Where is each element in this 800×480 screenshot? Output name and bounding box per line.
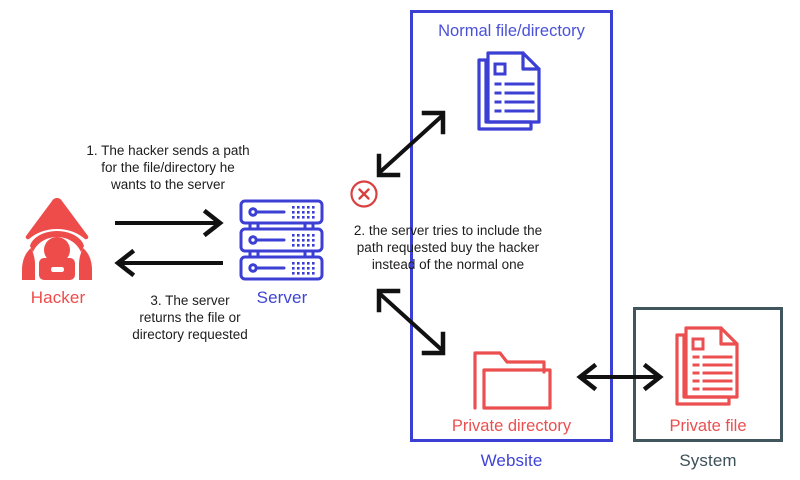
step-2-caption: 2. the server tries to include the path … [353, 223, 543, 272]
server-rack-icon [239, 199, 324, 281]
step-1-caption: 1. The hacker sends a path for the file/… [86, 143, 250, 192]
website-label: Website [480, 451, 543, 470]
website-boundary-box [410, 10, 613, 442]
private-directory-label: Private directory [451, 417, 572, 435]
arrow-directory-to-file [576, 362, 664, 392]
system-label: System [679, 451, 737, 470]
step-3-caption: 3. The server returns the file or direct… [132, 293, 248, 342]
system-boundary-box [633, 307, 783, 442]
document-stack-icon [473, 50, 548, 131]
hacker-hooded-figure-icon [15, 198, 99, 280]
folder-open-icon [470, 348, 558, 414]
arrow-server-to-private-directory [370, 284, 452, 360]
private-file-label: Private file [669, 417, 747, 435]
arrow-hacker-to-server [113, 208, 225, 238]
blocked-x-icon [349, 179, 379, 209]
server-label: Server [256, 288, 308, 307]
hacker-label: Hacker [30, 288, 86, 307]
document-stack-icon [671, 325, 746, 406]
normal-file-directory-title: Normal file/directory [438, 22, 585, 40]
arrow-server-to-normal-file [370, 106, 452, 182]
arrow-server-to-hacker [113, 248, 225, 278]
